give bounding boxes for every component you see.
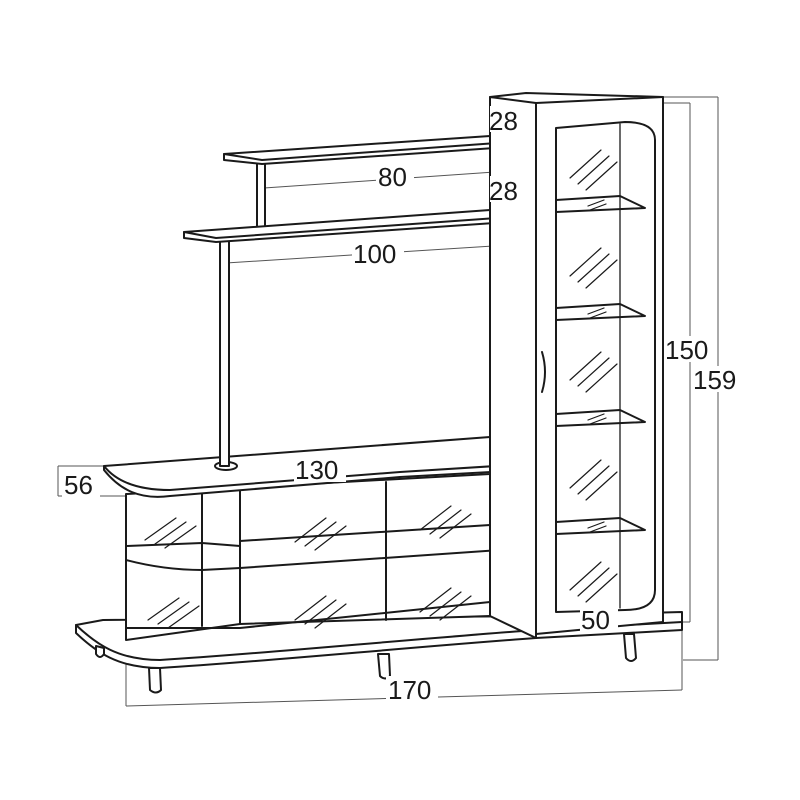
label-total-width: 170 [388, 675, 431, 705]
dimension-labels: 28 80 28 100 130 56 170 50 150 159 [62, 106, 744, 705]
label-base-depth: 56 [64, 470, 93, 500]
cabinet-glass [144, 505, 472, 629]
label-column-height: 150 [665, 335, 708, 365]
label-column-width: 50 [581, 605, 610, 635]
label-base-width: 130 [295, 455, 338, 485]
label-middle-shelf-width: 100 [353, 239, 396, 269]
label-top-shelf-width: 80 [378, 162, 407, 192]
upper-shelves [183, 135, 525, 467]
label-middle-shelf-spacing: 28 [489, 176, 518, 206]
label-total-height: 159 [693, 365, 736, 395]
legs [95, 633, 637, 694]
column-glass [569, 149, 618, 603]
label-top-shelf-spacing: 28 [489, 106, 518, 136]
tall-column [489, 92, 664, 639]
